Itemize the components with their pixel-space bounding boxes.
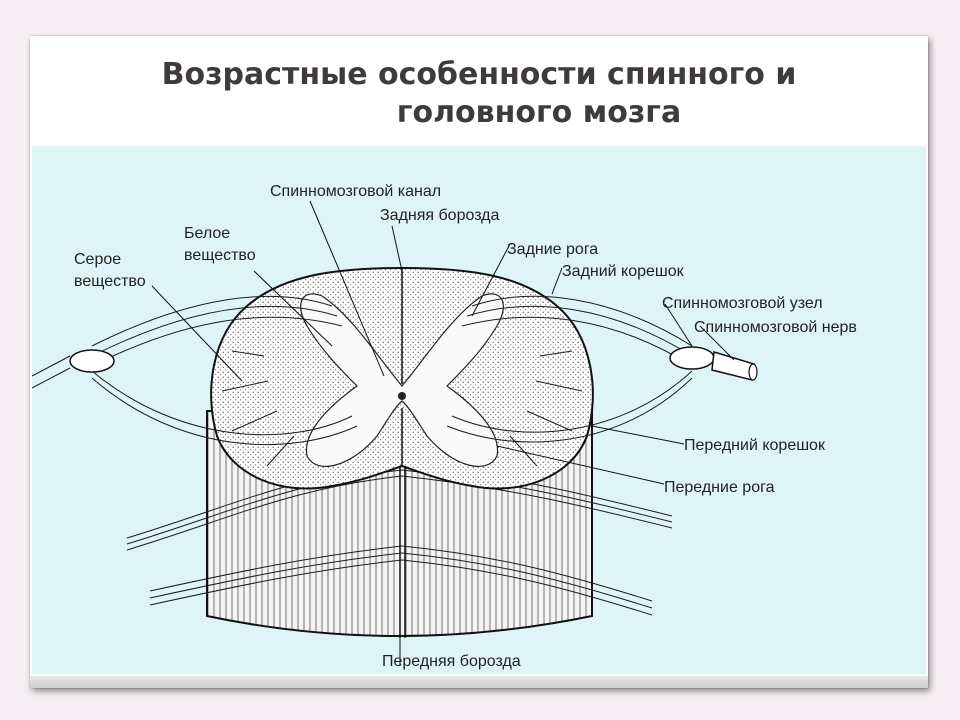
label-spinal-canal: Спинномозговой канал bbox=[270, 183, 441, 200]
label-spinal-nerve: Спинномозговой нерв bbox=[694, 319, 857, 336]
spinal-cord-diagram: Спинномозговой канал Задняя борозда Бело… bbox=[32, 146, 926, 674]
label-posterior-sulcus: Задняя борозда bbox=[380, 207, 500, 224]
slide-title: Возрастные особенности спинного и головн… bbox=[30, 56, 928, 132]
label-grey-matter-line-2: вещество bbox=[74, 273, 146, 290]
slide-footer-bar bbox=[30, 676, 928, 688]
nerve-roots bbox=[32, 295, 758, 446]
diagram-labels: Спинномозговой канал Задняя борозда Бело… bbox=[74, 183, 857, 670]
label-white-matter-line-1: Белое bbox=[184, 225, 230, 242]
leader-lines bbox=[151, 200, 735, 666]
label-white-matter-line-2: вещество bbox=[184, 247, 256, 264]
diagram-svg: Спинномозговой канал Задняя борозда Бело… bbox=[32, 183, 857, 670]
right-spinal-nerve bbox=[711, 351, 755, 381]
title-line-2: головного мозга bbox=[396, 95, 682, 130]
label-anterior-horns: Передние рога bbox=[664, 479, 775, 496]
label-anterior-root: Передний корешок bbox=[684, 437, 826, 454]
label-grey-matter-line-1: Серое bbox=[74, 251, 121, 268]
label-spinal-ganglion: Спинномозговой узел bbox=[662, 295, 823, 312]
label-anterior-fissure: Передняя борозда bbox=[382, 653, 521, 670]
label-posterior-horns: Задние рога bbox=[507, 241, 598, 258]
slide: Возрастные особенности спинного и головн… bbox=[30, 36, 928, 688]
right-ganglion bbox=[669, 346, 715, 370]
label-posterior-root: Задний корешок bbox=[562, 263, 685, 280]
left-ganglion bbox=[69, 349, 115, 373]
cord-cross-section bbox=[210, 266, 594, 490]
title-line-1: Возрастные особенности спинного и bbox=[161, 57, 797, 92]
